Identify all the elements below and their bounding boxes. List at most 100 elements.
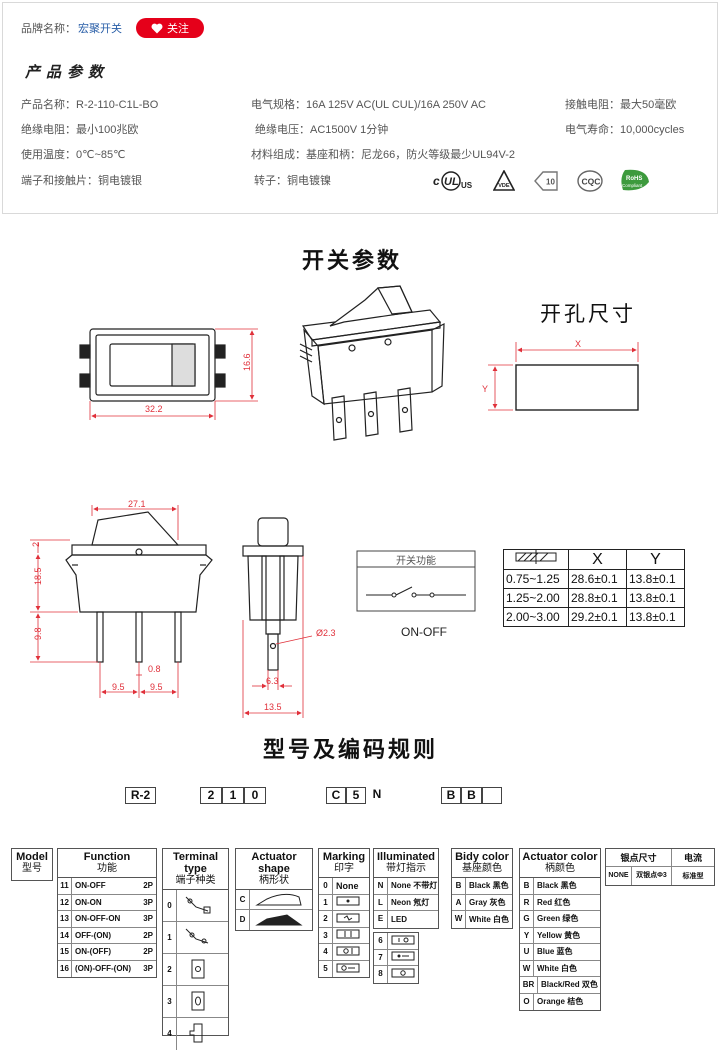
silver-value-double: 双银点Φ3: [632, 867, 672, 885]
code-box-illuminated: N: [372, 787, 382, 801]
marking-wave-icon: [336, 913, 360, 923]
list-item: 3: [163, 986, 228, 1018]
table-cell: 1.25~2.00: [503, 588, 569, 608]
follow-button[interactable]: 关注: [136, 18, 204, 38]
marking-i-o-box-icon: [391, 935, 415, 945]
param-electrical-life: 电气寿命：10,000cycles: [565, 124, 685, 136]
group-actuator-color-header: Actuator color 柄颜色: [520, 849, 600, 878]
end-view-dimensions: [242, 556, 313, 718]
list-item: 1: [163, 922, 228, 954]
enec-icon: 10: [531, 170, 561, 192]
group-function-header: Function 功能: [58, 849, 156, 878]
silver-header-size: 银点尺寸: [606, 849, 672, 866]
coding-rule-title: 型号及编码规则: [263, 738, 439, 763]
switch-params-title: 开关参数: [302, 249, 403, 274]
param-rating: 电气规格：16A 125V AC(UL CUL)/16A 250V AC: [251, 99, 486, 111]
list-item: 4: [163, 1018, 228, 1050]
dim-pin-width: 0.8: [148, 664, 161, 674]
end-view-drawing: [242, 517, 304, 671]
svg-text:Compliant: Compliant: [622, 183, 643, 188]
group-illuminated-header: Illuminated 带灯指示: [374, 849, 438, 878]
param-insulation-resistance: 绝缘电阻：最小100兆欧: [21, 124, 139, 136]
table-cell: 28.6±0.1: [568, 569, 627, 589]
list-item: C: [236, 890, 312, 910]
list-item: 1: [319, 894, 369, 911]
hole-size-table: X Y 0.75~1.25 28.6±0.1 13.8±0.1 1.25~2.0…: [503, 549, 685, 627]
marking-dot-icon: [336, 896, 360, 906]
list-item: D: [236, 910, 312, 930]
svg-text:US: US: [461, 181, 473, 190]
group-marking-cn: 印字: [334, 863, 354, 874]
marking-o-i-icon: [336, 946, 360, 956]
list-item: 2: [163, 954, 228, 986]
technical-drawings: 32.2 16.6 X Y: [30, 285, 639, 718]
cqc-icon: CQC: [577, 170, 603, 192]
list-item: 6: [374, 933, 418, 950]
svg-text:10: 10: [546, 178, 555, 187]
code-box-digit: 1: [222, 787, 244, 804]
group-function-en: Function: [83, 851, 131, 863]
group-terminal-en: Terminal type: [172, 851, 219, 875]
code-box-silver: [482, 787, 502, 804]
group-terminal-header: Terminal type 端子种类: [163, 849, 228, 890]
silver-header-row: 银点尺寸 电流: [606, 849, 714, 867]
table-cell: 13.8±0.1: [626, 588, 685, 608]
switch-function-box: [356, 550, 476, 612]
code-box-marking: 5: [346, 787, 366, 804]
list-item: 0: [163, 890, 228, 922]
terminal-2-icon: [191, 959, 205, 978]
group-terminal-cn: 端子种类: [175, 875, 216, 886]
code-box-digit: 2: [200, 787, 222, 804]
rohs-compliant-icon: RoHS Compliant: [619, 168, 653, 194]
dim-pitch-1: 9.5: [112, 682, 125, 692]
group-body-color-cn: 基座颜色: [462, 863, 502, 874]
marking-o-dash-icon: [336, 963, 360, 973]
param-insulation-voltage: 绝缘电压：AC1500V 1分钟: [255, 124, 389, 136]
brand-link[interactable]: 宏聚开关: [78, 23, 122, 35]
svg-text:c: c: [433, 174, 440, 188]
group-actuator-color-cn: 柄颜色: [545, 863, 575, 874]
group-marking-header: Marking 印字: [319, 849, 369, 878]
list-item: 16(ON)-OFF-(ON)3P: [58, 960, 156, 977]
marking-ring-icon: [391, 968, 415, 978]
param-terminal: 端子和接触片：铜电镀银: [21, 175, 142, 187]
silver-value-none: NONE: [606, 867, 632, 885]
param-temperature: 使用温度：0℃~85℃: [21, 149, 126, 161]
dim-pitch-2: 9.5: [150, 682, 163, 692]
group-actuator-color-en: Actuator color: [522, 851, 598, 863]
actuator-shape-c-icon: [255, 893, 302, 905]
dim-hole-x: X: [575, 339, 581, 349]
list-item: 4: [319, 944, 369, 961]
list-item: 7: [374, 949, 418, 966]
code-box-actuator-color: B: [461, 787, 482, 804]
terminal-1-icon: [185, 928, 209, 943]
group-silver-current: 银点尺寸 电流 NONE 双银点Φ3 标准型: [605, 848, 715, 886]
code-box-actuator: C: [326, 787, 346, 804]
table-cell: 29.2±0.1: [568, 607, 627, 627]
marking-arrow-icon: [391, 951, 415, 961]
brand-row: 品牌名称： 宏聚开关 关注: [21, 18, 204, 38]
svg-text:RoHS: RoHS: [626, 176, 642, 182]
panel-thickness-icon: [515, 550, 557, 564]
group-actuator-shape-cn: 柄形状: [259, 875, 289, 886]
switch-perspective-drawing: [299, 285, 445, 441]
code-box-series: R-2: [125, 787, 156, 804]
switch-function-title: 开关功能: [396, 554, 436, 567]
